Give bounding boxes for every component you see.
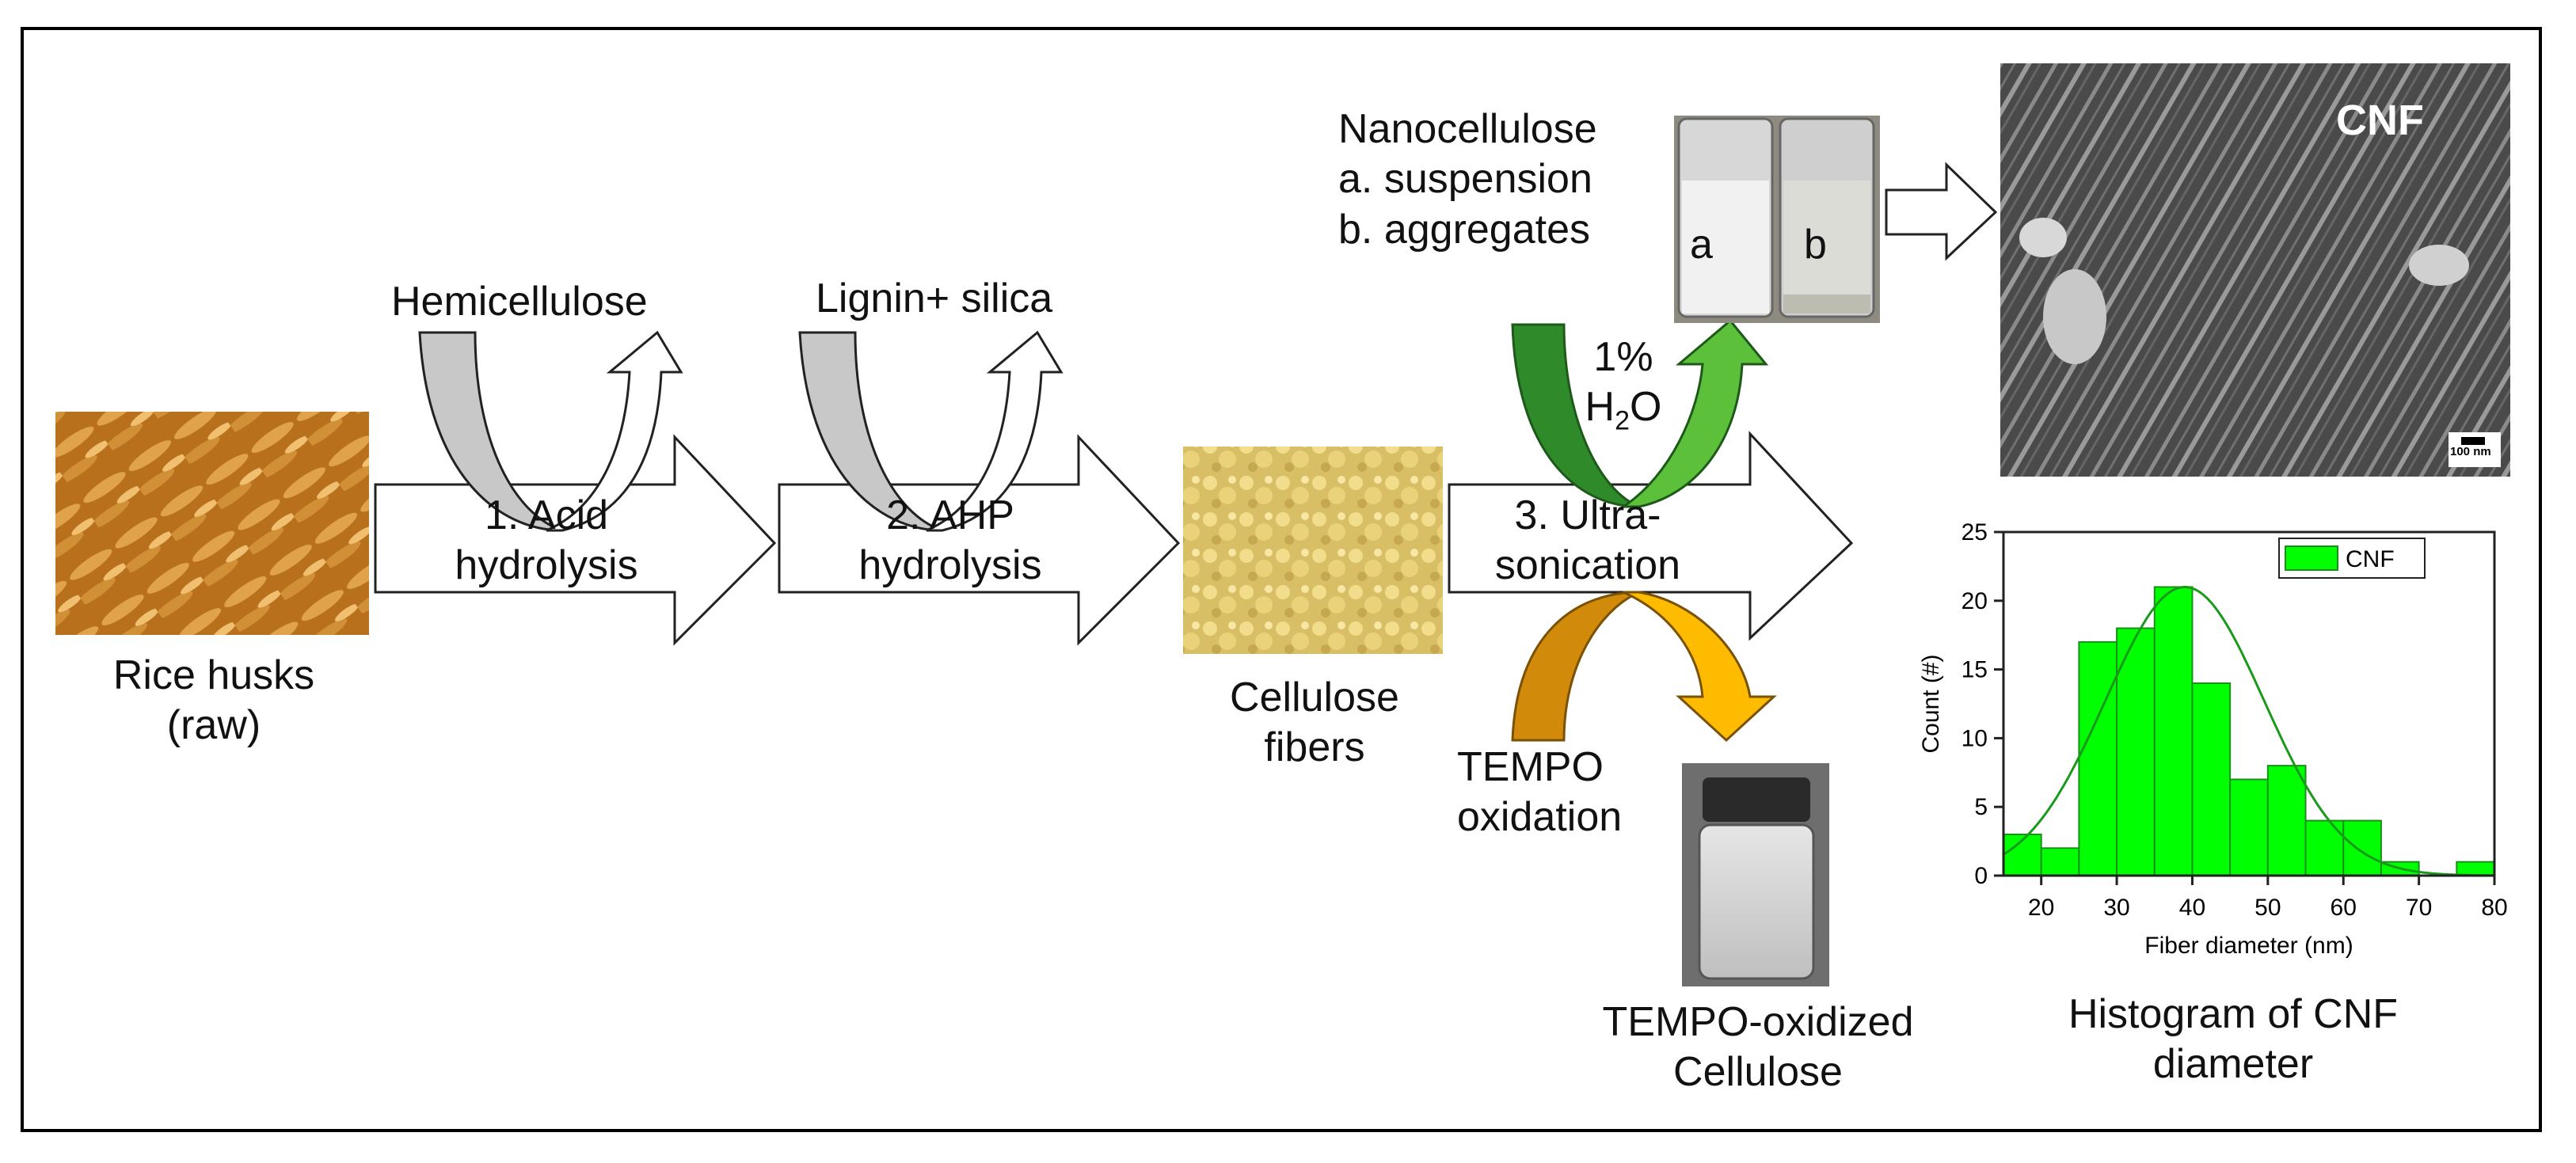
legend-label: CNF (2346, 546, 2395, 572)
tempo-oxidation-label: TEMPO oxidation (1457, 743, 1622, 843)
tempo-out-arrow (1623, 591, 1777, 743)
step2-label: 2. AHP hydrolysis (824, 491, 1077, 591)
nanocellulose-title: Nanocellulose (1338, 106, 1597, 152)
y-tick-label: 15 (1961, 657, 1988, 683)
x-tick-label: 80 (2481, 895, 2507, 921)
step3-label: 3. Ultra- sonication (1457, 491, 1718, 591)
histogram-bar (2040, 847, 2080, 877)
histogram-bar (2342, 819, 2382, 877)
histogram-caption: Histogram of CNF diameter (2027, 990, 2439, 1090)
rice-husks-label-line1: Rice husks (112, 652, 315, 698)
legend-swatch (2285, 545, 2338, 571)
y-tick-label: 5 (1974, 794, 1988, 820)
histogram-bar (2266, 765, 2307, 876)
step2-label-line2: hydrolysis (858, 542, 1042, 589)
step1-label: 1. Acid hydrolysis (420, 491, 673, 591)
lignin-out-arrow (926, 330, 1064, 532)
y-tick-label: 20 (1961, 588, 1988, 614)
y-tick-label: 25 (1961, 519, 1988, 545)
rice-husks-label: Rice husks (raw) (95, 651, 333, 751)
step3-label-line1: 3. Ultra- (1514, 492, 1661, 538)
tempo-product-line1: TEMPO-oxidized (1602, 999, 1914, 1045)
vial-b-label: b (1804, 222, 1827, 268)
x-tick-label: 40 (2179, 895, 2205, 921)
sem-image (2000, 63, 2510, 477)
rice-husks-label-line2: (raw) (166, 702, 261, 749)
sem-cnf-label: CNF (2336, 97, 2424, 144)
x-tick-label: 50 (2254, 895, 2281, 921)
histogram-bar (2191, 682, 2232, 877)
cellulose-fibers-label-line2: fibers (1264, 724, 1365, 771)
sem-scalebar-label: 100 nm (2450, 445, 2491, 458)
arrow-to-sem (1885, 162, 1998, 261)
rice-husks-photo (55, 412, 369, 635)
step3-label-line2: sonication (1494, 542, 1681, 589)
y-tick-label: 0 (1974, 863, 1988, 889)
histogram-bar (2456, 861, 2495, 877)
x-tick-label: 70 (2406, 895, 2432, 921)
step2-label-line1: 2. AHP (886, 492, 1014, 538)
hemicellulose-label: Hemicellulose (391, 279, 648, 325)
tempo-in-arrow (1511, 591, 1640, 742)
nanocellulose-option-b: b. aggregates (1338, 206, 1591, 253)
tempo-oxidation-line2: oxidation (1457, 794, 1623, 841)
histogram-bar (2116, 627, 2156, 877)
x-tick-label: 30 (2103, 895, 2129, 921)
nanocellulose-label: Nanocellulose a. suspension b. aggregate… (1338, 105, 1597, 255)
water-formula: H2O (1576, 382, 1671, 438)
figure-border (21, 27, 2542, 1132)
x-axis-label: Fiber diameter (nm) (2144, 933, 2353, 959)
tempo-product-line2: Cellulose (1673, 1049, 1843, 1096)
tempo-vial-photo (1682, 763, 1829, 986)
water-concentration-label: 1% H2O (1576, 333, 1671, 438)
step1-label-line1: 1. Acid (484, 492, 609, 538)
histogram-frame (2002, 530, 2496, 877)
hemicellulose-out-arrow (546, 330, 683, 532)
arrow-step3 (1448, 431, 1854, 641)
x-tick-label: 20 (2028, 895, 2054, 921)
concentration-text: 1% (1593, 334, 1653, 380)
histogram-caption-line1: Histogram of CNF (2068, 991, 2399, 1037)
histogram-bar (2078, 640, 2118, 876)
histogram-bar (2229, 778, 2269, 876)
vial-a-label: a (1690, 222, 1713, 268)
cellulose-fibers-label: Cellulose fibers (1188, 673, 1441, 773)
histogram-bar (2153, 586, 2194, 876)
gaussian-fit-line (2003, 585, 2494, 877)
nanocellulose-vials-photo (1674, 116, 1880, 323)
y-axis-label: Count (#) (1918, 654, 1944, 753)
nanocellulose-out-arrow (1619, 318, 1769, 508)
nanocellulose-option-a: a. suspension (1338, 156, 1592, 203)
step1-label-line2: hydrolysis (455, 542, 638, 589)
water-h: H (1585, 384, 1615, 431)
tempo-oxidation-line1: TEMPO (1457, 744, 1604, 790)
water-sub-2: 2 (1615, 405, 1630, 436)
lignin-silica-label: Lignin+ silica (816, 276, 1053, 321)
water-o: O (1630, 384, 1662, 431)
y-tick-label: 10 (1961, 725, 1988, 751)
x-tick-label: 60 (2331, 895, 2357, 921)
tempo-product-label: TEMPO-oxidized Cellulose (1568, 998, 1948, 1098)
histogram-caption-line2: diameter (2152, 1041, 2314, 1088)
cellulose-fibers-label-line1: Cellulose (1230, 675, 1399, 720)
cellulose-fibers-photo (1183, 447, 1443, 654)
